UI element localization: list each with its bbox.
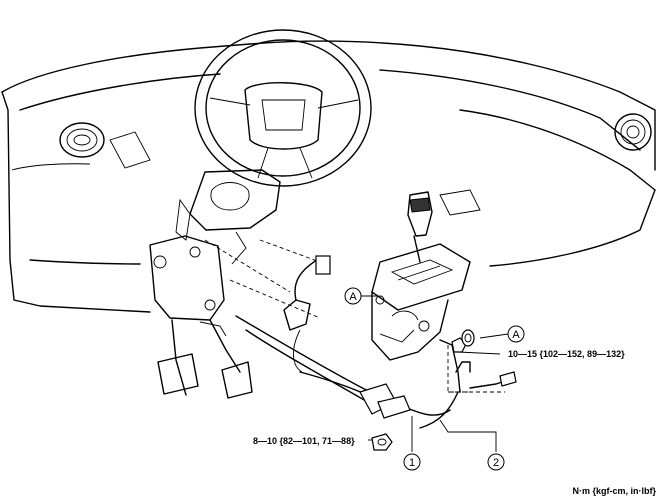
shift-lever-assembly [371, 191, 471, 361]
torque-spec-lower: 8—10 {82—101, 71—88} [253, 436, 355, 446]
dashboard-outline [1, 40, 656, 313]
callout-part-1-label: 1 [409, 457, 415, 469]
air-vent-right [614, 113, 652, 151]
callout-a-left-label: A [349, 291, 357, 303]
callout-part-2: 2 [487, 453, 505, 471]
steering-column [175, 169, 281, 265]
lower-mounting-nut [371, 433, 393, 451]
callout-a-left: A [344, 287, 362, 305]
callout-a-right-label: A [512, 329, 520, 341]
callout-part-1: 1 [403, 453, 421, 471]
callout-a-right: A [507, 325, 525, 343]
pedal-assembly [149, 235, 253, 399]
unit-note: N·m {kgf-cm, in·lbf} [572, 486, 656, 496]
shift-interlock-harness [283, 255, 331, 373]
cable-clip [461, 329, 475, 347]
shift-cables [235, 315, 517, 429]
torque-spec-upper: 10—15 {102—152, 89—132} [508, 349, 625, 359]
callout-part-2-label: 2 [493, 457, 499, 469]
air-vent-left [59, 122, 105, 158]
steering-wheel [194, 29, 372, 187]
